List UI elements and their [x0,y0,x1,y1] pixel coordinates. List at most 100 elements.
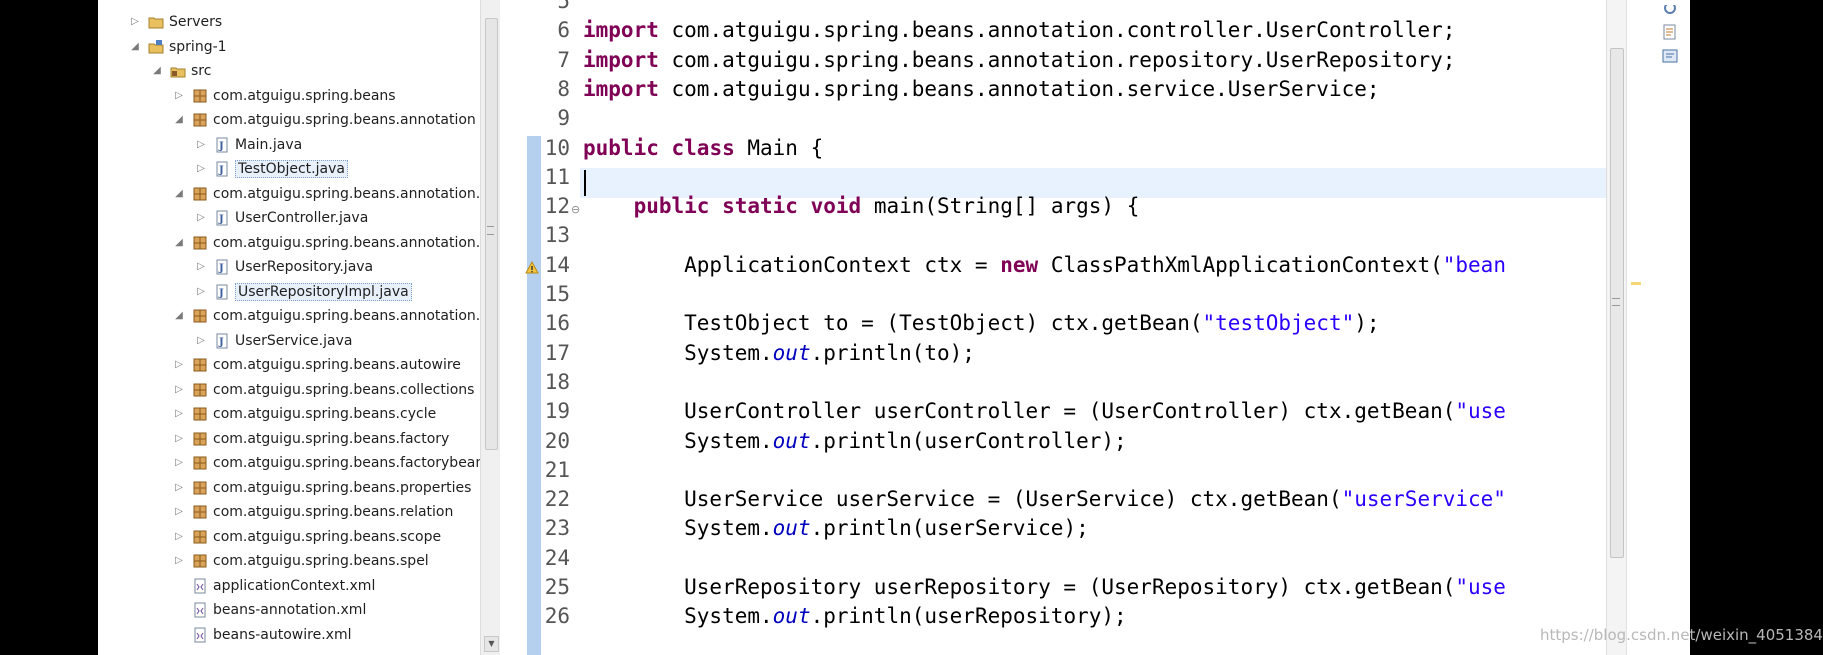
collapsed-twisty-icon[interactable]: ▷ [197,285,205,297]
tree-item[interactable]: ▷com.atguigu.spring.beans.cycle [172,402,436,426]
collapsed-twisty-icon[interactable]: ▷ [175,383,183,395]
tree-item[interactable]: ▷com.atguigu.spring.beans.factory [172,427,449,451]
tree-item[interactable]: ◢src [150,59,211,83]
collapsed-twisty-icon[interactable]: ▷ [197,334,205,346]
tree-item[interactable]: ◢com.atguigu.spring.beans.annotation.co [172,182,496,206]
collapsed-twisty-icon[interactable]: ▷ [175,481,183,493]
code-line[interactable]: UserController userController = (UserCon… [583,396,1506,426]
tree-item[interactable]: beans-autowire.xml [172,623,351,647]
code-line[interactable]: import com.atguigu.spring.beans.annotati… [583,15,1455,45]
tree-item-label: com.atguigu.spring.beans [213,87,396,104]
package-icon [192,382,208,398]
outline-icon[interactable] [1662,0,1678,16]
string-token: "use [1455,575,1506,599]
collapsed-twisty-icon[interactable]: ▷ [197,163,205,174]
collapsed-twisty-icon[interactable]: ▷ [197,138,205,150]
overview-ruler[interactable] [1626,0,1690,655]
tree-item[interactable]: ▷com.atguigu.spring.beans.spel [172,549,429,573]
tree-item[interactable]: ▷ com.atguigu.spring.beans [172,84,396,108]
field-token: out [772,428,811,453]
code-line[interactable]: System.out.println(userService); [583,513,1089,543]
code-token: ); [1354,311,1380,336]
tree-item[interactable]: ◢com.atguigu.spring.beans.annotation [172,108,476,132]
line-number: 10 [544,135,570,160]
code-token: System. [583,516,773,541]
expanded-twisty-icon[interactable]: ◢ [175,310,183,321]
collapsed-twisty-icon[interactable]: ▷ [197,261,205,272]
collapsed-twisty-icon[interactable]: ▷ [197,212,205,223]
code-line[interactable]: TestObject to = (TestObject) ctx.getBean… [583,308,1380,338]
explorer-scrollbar[interactable]: ▼ [480,0,500,655]
warning-icon[interactable] [524,260,540,276]
tree-item[interactable]: ▷com.atguigu.spring.beans.scope [172,525,441,549]
tree-item[interactable]: beans-annotation.xml [172,598,366,622]
pane-sash[interactable] [500,0,520,655]
expanded-twisty-icon[interactable]: ◢ [175,236,183,248]
tree-item-label: com.atguigu.spring.beans.collections [213,381,475,398]
editor-scroll-thumb[interactable] [1610,48,1624,558]
tree-item-label: applicationContext.xml [213,577,376,594]
code-line[interactable]: import com.atguigu.spring.beans.annotati… [583,45,1455,75]
tree-item[interactable]: ◢ spring-1 [128,35,227,59]
tree-item[interactable]: ▷ com.atguigu.spring.beans.collections [172,378,474,402]
code-token: .println(userController); [810,428,1127,453]
keyword-token: static [722,194,811,219]
expanded-twisty-icon[interactable]: ◢ [131,40,139,52]
editor-scrollbar[interactable] [1606,0,1626,655]
collapsed-twisty-icon[interactable]: ▷ [175,530,183,542]
expanded-twisty-icon[interactable]: ◢ [175,187,183,199]
project-icon [148,39,164,55]
field-token: out [772,340,811,365]
package-icon [192,308,208,324]
code-editor[interactable] [520,0,1690,655]
expanded-twisty-icon[interactable]: ◢ [153,65,161,76]
overview-warning-mark[interactable] [1631,282,1641,285]
folder-icon [148,14,164,30]
tree-item[interactable]: ◢com.atguigu.spring.beans.annotation.rep [172,231,500,255]
package-icon [192,431,208,447]
code-line[interactable]: ApplicationContext ctx = new ClassPathXm… [583,250,1506,280]
collapsed-twisty-icon[interactable]: ▷ [175,359,183,370]
code-line[interactable]: import com.atguigu.spring.beans.annotati… [583,74,1380,104]
task-list-icon[interactable] [1662,24,1678,40]
collapsed-twisty-icon[interactable]: ▷ [175,408,183,419]
collapsed-twisty-icon[interactable]: ▷ [175,457,183,468]
tree-item-label: spring-1 [169,38,227,55]
code-line[interactable]: public class Main { [583,133,823,163]
collapsed-twisty-icon[interactable]: ▷ [131,16,139,27]
console-icon[interactable] [1662,48,1678,64]
code-line[interactable]: System.out.println(to); [583,338,975,368]
tree-item[interactable]: ▷Servers [128,10,222,34]
line-number: 12 [544,194,570,219]
expanded-twisty-icon[interactable]: ◢ [175,114,183,125]
keyword-token: public [583,135,672,160]
tree-item[interactable]: ◢com.atguigu.spring.beans.annotation.ser [172,304,500,328]
tree-item[interactable]: ▷ com.atguigu.spring.beans.factorybean [172,451,484,475]
code-line[interactable]: System.out.println(userController); [583,426,1127,456]
code-line[interactable]: UserService userService = (UserService) … [583,484,1506,514]
fold-icon[interactable]: ⊖ [571,203,581,216]
tree-item[interactable]: ▷com.atguigu.spring.beans.properties [172,476,471,500]
tree-item-label: UserService.java [235,332,353,349]
collapsed-twisty-icon[interactable]: ▷ [175,89,183,101]
collapsed-twisty-icon[interactable]: ▷ [175,506,183,517]
collapsed-twisty-icon[interactable]: ▷ [175,432,183,444]
explorer-scroll-down-arrow[interactable]: ▼ [484,636,499,652]
tree-item[interactable]: ▷com.atguigu.spring.beans.relation [172,500,453,524]
code-line[interactable]: UserRepository userRepository = (UserRep… [583,572,1506,602]
code-line[interactable]: public static void main(String[] args) { [583,191,1140,221]
tree-item[interactable]: applicationContext.xml [172,574,375,598]
code-token: com.atguigu.spring.beans.annotation.repo… [671,47,1456,72]
collapsed-twisty-icon[interactable]: ▷ [175,555,183,566]
tree-item[interactable]: ▷com.atguigu.spring.beans.autowire [172,353,461,377]
code-line[interactable]: System.out.println(userRepository); [583,601,1127,631]
line-number: 11 [544,164,570,189]
line-number: 7 [557,47,570,72]
tree-item-label: com.atguigu.spring.beans.factorybean [213,455,485,471]
